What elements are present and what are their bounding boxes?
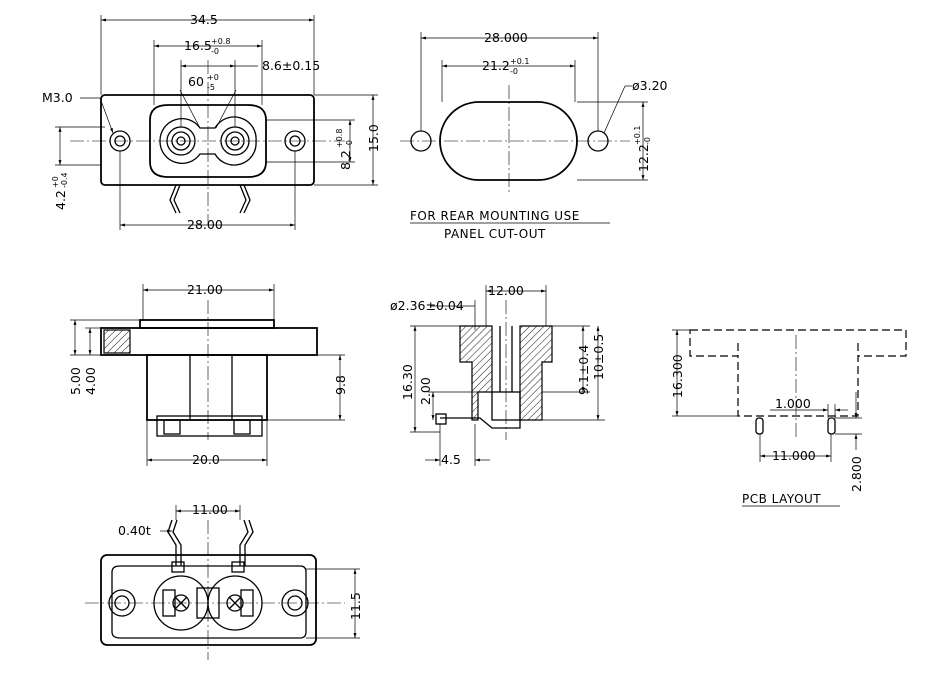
pin-left [169, 184, 177, 214]
dim-flange: 4.00 [83, 367, 98, 395]
svg-text:-0.4: -0.4 [60, 172, 69, 188]
front-hatch [103, 329, 131, 354]
svg-text:-0: -0 [211, 47, 219, 56]
dim-bottom-pin-span: 11.00 [192, 502, 228, 517]
bottom-pin-left [167, 519, 177, 566]
svg-text:-0: -0 [510, 67, 518, 76]
dim-slot-height: 12.2 [636, 144, 651, 172]
bottom-pin-right-b [244, 519, 254, 566]
svg-text:-0: -0 [643, 137, 652, 145]
svg-text:+0.8: +0.8 [211, 37, 230, 46]
front-pin-right [233, 419, 251, 435]
svg-text:-0: -0 [345, 140, 354, 148]
dim-pcb-height: 16.300 [670, 354, 685, 398]
dim-inner1: 9.1±0.4 [576, 345, 591, 395]
bottom-pin-base-left [171, 561, 185, 573]
dim-offset: 4.2 [53, 190, 68, 210]
bottom-view: 0.40t 11.00 11.5 [85, 502, 363, 660]
dim-base: 4.5 [441, 452, 461, 467]
dim-pin-len: 2.800 [849, 456, 864, 492]
dim-slot-width: 21.2 [482, 58, 510, 73]
front-top-lip [139, 319, 275, 329]
cutout-caption-2: PANEL CUT-OUT [444, 227, 546, 241]
pcb-caption: PCB LAYOUT [742, 492, 821, 506]
dim-pin-gap: 8.6±0.15 [262, 58, 320, 73]
svg-text:+0: +0 [207, 73, 219, 82]
dim-pcb-pitch: 11.000 [772, 448, 816, 463]
pcb-pad-left [755, 417, 764, 435]
section-pin [440, 417, 521, 429]
dim-height: 15.0 [366, 124, 381, 152]
dim-pin-dia: ø2.36±0.04 [390, 298, 464, 313]
front-body [146, 354, 268, 421]
dim-pcb-pad: 1.000 [775, 396, 811, 411]
dim-front-bottom: 20.0 [192, 452, 220, 467]
svg-text:+0.1: +0.1 [510, 57, 529, 66]
front-pin-left [163, 419, 181, 435]
dim-cutout-span: 28.000 [484, 30, 528, 45]
dim-front-top: 21.00 [187, 282, 223, 297]
bottom-pin-left-b [172, 519, 182, 566]
dim-inner2: 10±0.5 [591, 334, 606, 380]
pcb-footprint [689, 329, 907, 417]
dim-top-span: 12.00 [488, 283, 524, 298]
top-view: 34.5 16.5 +0.8 -0 8.6±0.15 60 +0 -5 M3.0… [42, 12, 381, 232]
dim-thickness: 0.40t [118, 523, 151, 538]
front-view: 21.00 20.0 5.00 4.00 9.8 [68, 282, 348, 467]
top-body-outline [100, 94, 315, 186]
dim-inner-height: 8.2 [338, 150, 353, 170]
dim-pin-span: 16.5 [184, 38, 212, 53]
dim-bottom-height: 11.5 [348, 592, 363, 620]
dim-section-height: 16.30 [400, 364, 415, 400]
dim-top-width: 34.5 [190, 12, 218, 27]
dim-cutout-hole: ø3.20 [632, 78, 668, 93]
dim-foot: 2.00 [418, 377, 433, 405]
svg-text:+0.1: +0.1 [633, 126, 642, 145]
dim-angle: 60 [188, 74, 204, 89]
cutout-view: 28.000 21.2 +0.1 -0 ø3.20 12.2 +0.1 -0 F… [400, 30, 668, 241]
section-pin-tip [435, 413, 447, 425]
dim-flange-total: 5.00 [68, 367, 83, 395]
bottom-inner-outline [111, 565, 307, 639]
bottom-body [100, 554, 317, 646]
bottom-pin-base-right [231, 561, 245, 573]
pcb-layout: 16.300 1.000 11.000 2.800 PCB LAYOUT [670, 329, 907, 507]
section-right-wall [519, 325, 553, 421]
cutout-caption-1: FOR REAR MOUNTING USE [410, 209, 580, 223]
front-base [156, 415, 263, 437]
svg-text:+0.8: +0.8 [335, 129, 344, 148]
bottom-pin-right [239, 519, 249, 566]
dim-hole: M3.0 [42, 90, 73, 105]
section-left-wall [459, 325, 493, 421]
section-view: ø2.36±0.04 12.00 16.30 2.00 9.1±0.4 10±0… [390, 283, 606, 467]
dim-body-height: 9.8 [333, 375, 348, 395]
pcb-pad-right [827, 417, 836, 435]
dim-mount-span: 28.00 [187, 217, 223, 232]
svg-text:+0: +0 [51, 176, 60, 188]
front-flange [100, 327, 318, 356]
pin-right [239, 184, 247, 214]
pin-left-b [173, 184, 181, 214]
svg-text:-5: -5 [207, 83, 215, 92]
pin-right-b [243, 184, 251, 214]
